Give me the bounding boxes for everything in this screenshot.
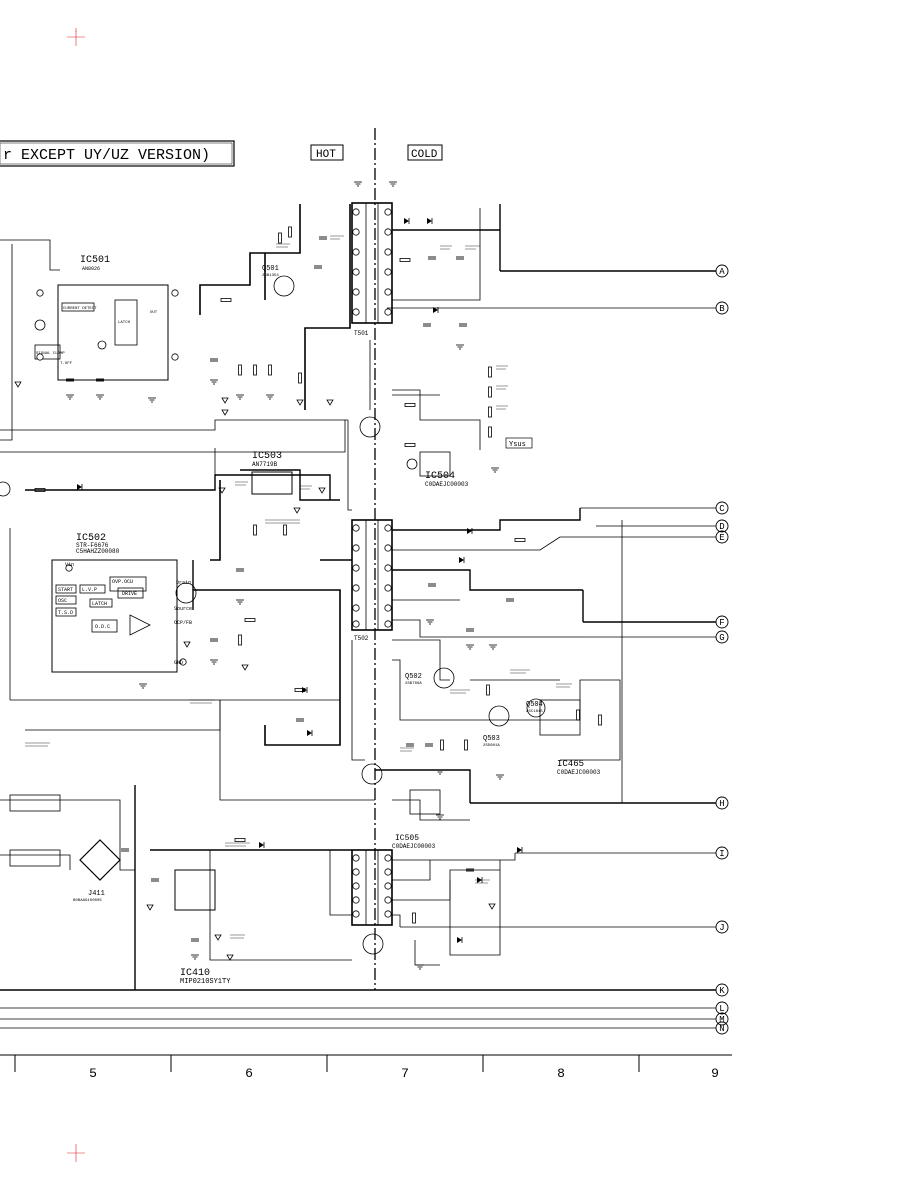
ic502-pin-drain: Drain [176, 580, 191, 586]
connector-g-label: G [719, 633, 724, 643]
ic501-part: AN8026 [82, 266, 100, 272]
t502-label: T502 [354, 635, 369, 642]
q503-name: Q503 [483, 735, 500, 743]
ic502-block-ovp: OVP.OCU [112, 579, 133, 585]
ic501-block-latch: LATCH [118, 321, 131, 325]
hot-label: HOT [316, 149, 336, 161]
q501-name: Q501 [262, 265, 279, 273]
connector-k-label: K [719, 986, 725, 996]
q502-name: Q502 [405, 673, 422, 681]
ic502-pin-source: Source [174, 606, 192, 612]
ic502-block-latch: LATCH [92, 601, 107, 607]
column-8: 8 [557, 1066, 565, 1081]
connector-h-label: H [719, 799, 724, 809]
ic502-part2: C5HAHZZ00080 [76, 548, 120, 555]
ic502-block-osc: OSC [58, 598, 67, 604]
connector-a-label: A [719, 267, 725, 277]
ic502-block-drive: DRIVE [122, 591, 137, 597]
ic502-block-tsd: T.S.D [58, 610, 73, 616]
column-7: 7 [401, 1066, 409, 1081]
column-9: 9 [711, 1066, 719, 1081]
q502-part: 2SB709A [405, 682, 422, 686]
ic505-part: C0DAEJC00003 [392, 843, 436, 850]
ic465-part: C0DAEJC00003 [557, 769, 601, 776]
ic501-block-out: OUT [150, 311, 158, 315]
ic502-block-start: START [58, 587, 73, 593]
q504-part: 2SC1815 [526, 710, 543, 714]
ic502-block-lvp: L.V.P [82, 587, 97, 593]
crop-mark-top [67, 28, 85, 46]
ic501-block-detect: CURRENT DETECT [63, 307, 97, 311]
ysus-box [505, 437, 533, 449]
connector-j-label: J [719, 923, 724, 933]
q503-part: 2SD601A [483, 744, 500, 748]
t501-label: T501 [354, 330, 369, 337]
connector-c-label: C [719, 504, 725, 514]
q501-part: 2SB1354 [262, 274, 279, 278]
ic502-pin-ocp: OCP/FB [174, 620, 192, 626]
ic502-name: IC502 [76, 533, 106, 544]
crop-mark-bottom [67, 1144, 85, 1162]
ic465-name: IC465 [557, 759, 584, 769]
ic504-part: C0DAEJC00003 [425, 481, 469, 488]
ic501-block-toff: T.OFF [60, 362, 73, 366]
connector-m-label: M [719, 1015, 724, 1025]
ic503-name: IC503 [252, 451, 282, 462]
connector-d-label: D [719, 522, 724, 532]
ic501-block-clamp: SIGNAL CLAMP [36, 352, 65, 356]
connector-markers [715, 264, 729, 1035]
ic502-part: STR-F6676 [76, 542, 109, 549]
ic505-name: IC505 [395, 834, 419, 843]
q504-name: Q504 [526, 701, 543, 709]
d411-name: J411 [88, 890, 105, 898]
connector-f-label: F [719, 618, 724, 628]
connector-i-label: I [719, 849, 724, 859]
ic410-name: IC410 [180, 968, 210, 979]
hot-box [310, 144, 344, 161]
column-grid [0, 1054, 732, 1072]
column-6: 6 [245, 1066, 253, 1081]
part-annotation-marks [25, 235, 572, 939]
page-title: r EXCEPT UY/UZ VERSION) [3, 147, 210, 164]
ic410-part: MIP0210SY1TY [180, 978, 231, 986]
cold-label: COLD [411, 149, 438, 161]
ic502-block-odc: O.D.C [95, 624, 110, 630]
ic501-name: IC501 [80, 255, 110, 266]
connector-e-label: E [719, 533, 724, 543]
connector-wires [0, 204, 716, 1029]
cold-box [407, 144, 443, 161]
title-banner [0, 140, 235, 167]
ic503-part: AN7719B [252, 461, 278, 468]
schematic-wiring [0, 202, 621, 990]
column-5: 5 [89, 1066, 97, 1081]
ic502-pin-vin: Vin [65, 562, 74, 568]
connector-n-label: N [719, 1024, 724, 1034]
d411-part: B0BAAG100005 [73, 899, 102, 903]
connector-l-label: L [719, 1004, 724, 1014]
ic504-name: IC504 [425, 471, 455, 482]
ic502-pin-gnd: GND [174, 660, 183, 666]
components [14, 181, 602, 970]
ysus-label: Ysus [509, 441, 526, 449]
connector-b-label: B [719, 304, 725, 314]
